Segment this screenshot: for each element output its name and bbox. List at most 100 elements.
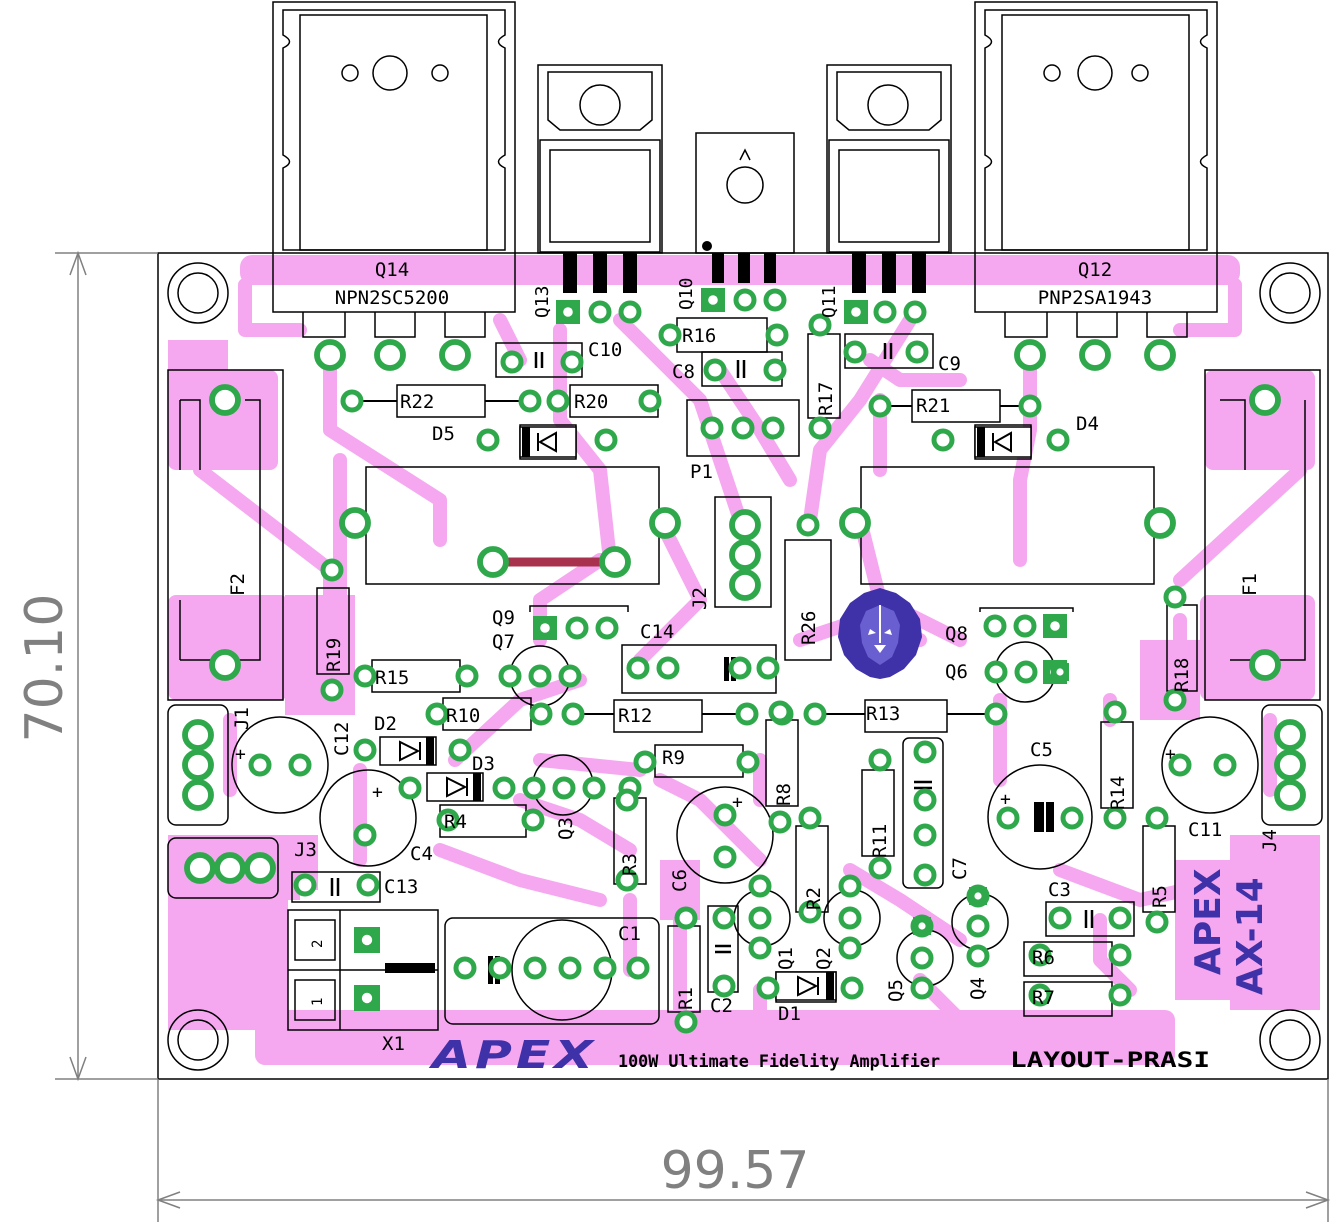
pad xyxy=(1144,339,1176,371)
pad xyxy=(1014,660,1038,684)
label-c3: C3 xyxy=(1048,879,1071,901)
pad xyxy=(552,776,576,800)
height-dimension: 70.10 xyxy=(15,594,75,743)
label-r16: R16 xyxy=(682,325,716,347)
label-r6: R6 xyxy=(1032,947,1055,969)
pad xyxy=(320,678,344,702)
diodes xyxy=(379,426,1032,1001)
pad xyxy=(633,750,657,774)
pad xyxy=(314,339,346,371)
pad xyxy=(626,656,650,680)
pad xyxy=(1145,910,1169,934)
pad xyxy=(803,702,827,726)
label-r21: R21 xyxy=(916,395,950,417)
label-j2: J2 xyxy=(689,587,711,610)
pad xyxy=(843,340,867,364)
svg-text:+: + xyxy=(1000,789,1011,810)
pad xyxy=(1168,753,1192,777)
pad xyxy=(558,664,582,688)
pad xyxy=(209,384,241,416)
pad xyxy=(618,300,642,324)
pad xyxy=(214,852,246,884)
pad xyxy=(523,956,547,980)
driver-transistors xyxy=(537,64,952,254)
pad xyxy=(903,300,927,324)
pad xyxy=(453,956,477,980)
power-transistor-q12 xyxy=(974,1,1218,338)
label-j1: J1 xyxy=(231,707,253,730)
pad xyxy=(1213,753,1237,777)
label-r4: R4 xyxy=(444,811,467,833)
label-d5: D5 xyxy=(432,423,455,445)
pad xyxy=(353,664,377,688)
pad xyxy=(1108,943,1132,967)
label-q5: Q5 xyxy=(885,979,907,1002)
pad xyxy=(248,753,272,777)
label-q9: Q9 xyxy=(492,607,515,629)
pad xyxy=(983,614,1007,638)
svg-text:+: + xyxy=(1165,744,1176,765)
pad xyxy=(1014,339,1046,371)
pad xyxy=(1108,983,1132,1007)
label-r10: R10 xyxy=(446,705,480,727)
pad xyxy=(984,702,1008,726)
label-q6: Q6 xyxy=(945,661,968,683)
width-dimension: 99.57 xyxy=(661,1141,810,1201)
label-r8: R8 xyxy=(773,783,795,806)
pad xyxy=(729,509,761,541)
pad xyxy=(910,976,934,1000)
label-r1: R1 xyxy=(675,987,697,1010)
pad xyxy=(763,358,787,382)
q14-part-label: NPN2SC5200 xyxy=(335,287,449,309)
pad xyxy=(638,389,662,413)
pad-hole xyxy=(851,307,861,317)
pad xyxy=(905,340,929,364)
pad xyxy=(184,852,216,884)
pad xyxy=(1249,384,1281,416)
pad xyxy=(425,702,449,726)
label-r9: R9 xyxy=(662,747,685,769)
lion-head-icon xyxy=(838,588,922,679)
svg-text:+: + xyxy=(732,792,743,813)
pad xyxy=(1274,719,1306,751)
pad xyxy=(736,750,760,774)
label-r11: R11 xyxy=(869,824,891,858)
pad xyxy=(500,350,524,374)
pad-hole xyxy=(540,623,550,633)
pad xyxy=(761,416,785,440)
pad xyxy=(353,823,377,847)
label-c5: C5 xyxy=(1030,739,1053,761)
pad xyxy=(868,748,892,772)
label-x1-pin1: 1 xyxy=(310,998,326,1006)
pad xyxy=(1163,585,1187,609)
label-j3: J3 xyxy=(294,839,317,861)
pad xyxy=(713,803,737,827)
pad xyxy=(615,868,639,892)
label-q3: Q3 xyxy=(555,817,577,840)
pad xyxy=(477,546,509,578)
pad xyxy=(353,738,377,762)
label-r15: R15 xyxy=(375,667,409,689)
pad xyxy=(1060,806,1084,830)
pad xyxy=(765,323,789,347)
pad xyxy=(560,350,584,374)
mounting-holes xyxy=(167,262,1321,1071)
pad xyxy=(768,810,792,834)
board-title: APEX xyxy=(1188,868,1229,975)
pad-hole xyxy=(361,992,373,1004)
pad xyxy=(182,719,214,751)
pad xyxy=(1274,779,1306,811)
pad xyxy=(448,738,472,762)
q12-ref-label: Q12 xyxy=(1078,259,1112,281)
pad xyxy=(748,906,772,930)
label-r26: R26 xyxy=(798,611,820,645)
label-c11: C11 xyxy=(1188,819,1222,841)
pad xyxy=(594,428,618,452)
pad xyxy=(558,956,582,980)
pad xyxy=(868,856,892,880)
pad xyxy=(931,428,955,452)
pad xyxy=(729,569,761,601)
pad xyxy=(518,389,542,413)
label-q11: Q11 xyxy=(819,285,840,318)
svg-text:+: + xyxy=(235,744,246,765)
